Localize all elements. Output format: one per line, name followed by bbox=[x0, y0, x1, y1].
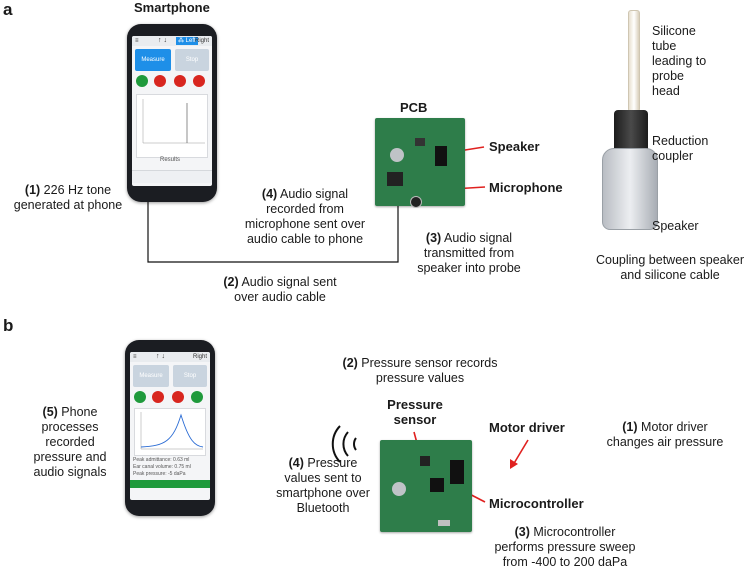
phone-b-screen: ≡ ↑ ↓ Right Measure Stop Peak admittance… bbox=[130, 352, 210, 500]
coupling-caption: Coupling between speaker and silicone ca… bbox=[595, 253, 745, 282]
pcb-connector bbox=[435, 146, 447, 166]
measure-button-a[interactable]: Measure bbox=[135, 49, 171, 71]
probe-speaker-body bbox=[602, 148, 658, 230]
phone-b-topbar: ≡ ↑ ↓ Right bbox=[130, 352, 210, 362]
status-dot-green bbox=[191, 391, 203, 403]
stop-button-b[interactable]: Stop bbox=[173, 365, 207, 387]
tympanogram-plot bbox=[134, 408, 206, 456]
phone-b-status-bar bbox=[130, 480, 210, 488]
stop-button-a[interactable]: Stop bbox=[175, 49, 209, 71]
motor-driver-chip bbox=[450, 460, 464, 484]
panel-b-label: b bbox=[3, 316, 14, 335]
pcb-board-b bbox=[380, 440, 472, 532]
status-dot-red bbox=[174, 75, 186, 87]
step4-a: (4) Audio signal recorded from microphon… bbox=[244, 187, 366, 246]
pressure-sensor-label: Pressure sensor bbox=[387, 397, 443, 427]
speaker-label: Speaker bbox=[489, 139, 540, 154]
status-dot-red bbox=[193, 75, 205, 87]
step4-b: (4) Pressure values sent to smartphone o… bbox=[276, 456, 370, 515]
ear-canal-volume: Ear canal volume: 0.75 ml bbox=[133, 464, 191, 470]
audio-jack bbox=[387, 172, 403, 186]
microphone-component bbox=[410, 196, 422, 208]
silicone-tube bbox=[628, 10, 640, 112]
microphone-label: Microphone bbox=[489, 180, 563, 195]
pcb-chip bbox=[415, 138, 425, 146]
panel-a-label: a bbox=[3, 0, 13, 19]
results-label: Results bbox=[160, 157, 181, 163]
results-plot-a-graph bbox=[142, 99, 205, 144]
pcb-round-component bbox=[392, 482, 406, 496]
microcontroller-label: Microcontroller bbox=[489, 496, 584, 511]
step5-b: (5) Phone processes recorded pressure an… bbox=[33, 405, 107, 479]
step1-a: (1) 226 Hz tone generated at phone bbox=[13, 183, 123, 212]
step3-b: (3) Microcontroller performs pressure sw… bbox=[494, 525, 636, 569]
phone-a-topbar: ≡ ↑ ↓ ⁂ Left Right bbox=[132, 36, 212, 46]
pcb-title: PCB bbox=[400, 100, 428, 115]
peak-admittance: Peak admittance: 0.63 ml bbox=[133, 457, 190, 463]
status-dot-red bbox=[152, 391, 164, 403]
smartphone-title: Smartphone bbox=[134, 0, 210, 15]
phone-a-navbar bbox=[132, 170, 212, 183]
step1-b: (1) Motor driver changes air pressure bbox=[606, 420, 724, 449]
step2-b: (2) Pressure sensor records pressure val… bbox=[342, 356, 498, 385]
microcontroller-chip bbox=[430, 478, 444, 492]
peak-pressure: Peak pressure: -5 daPa bbox=[133, 471, 186, 477]
phone-a-screen: ≡ ↑ ↓ ⁂ Left Right Measure Stop Results bbox=[132, 36, 212, 186]
step2-a: (2) Audio signal sent over audio cable bbox=[223, 275, 337, 304]
measure-button-b[interactable]: Measure bbox=[133, 365, 169, 387]
usb-port bbox=[438, 520, 450, 526]
reduction-coupler-label: Reduction coupler bbox=[652, 134, 709, 163]
status-dot-green bbox=[134, 391, 146, 403]
smartphone-a: ≡ ↑ ↓ ⁂ Left Right Measure Stop Results bbox=[127, 24, 217, 202]
pressure-sensor-chip bbox=[420, 456, 430, 466]
motor-driver-label: Motor driver bbox=[489, 420, 565, 435]
smartphone-b: ≡ ↑ ↓ Right Measure Stop Peak admittance… bbox=[125, 340, 215, 516]
step3-a: (3) Audio signal transmitted from speake… bbox=[417, 231, 521, 275]
probe-speaker-label: Speaker bbox=[652, 219, 699, 233]
silicone-tube-label: Silicone tube leading to probe head bbox=[652, 24, 707, 98]
tympanogram-graph bbox=[140, 412, 204, 450]
status-dot-red bbox=[154, 75, 166, 87]
status-dot-red bbox=[172, 391, 184, 403]
status-dot-green bbox=[136, 75, 148, 87]
reduction-coupler bbox=[614, 110, 648, 150]
speaker-component bbox=[390, 148, 404, 162]
pcb-board-a bbox=[375, 118, 465, 208]
results-plot-a bbox=[136, 94, 208, 158]
